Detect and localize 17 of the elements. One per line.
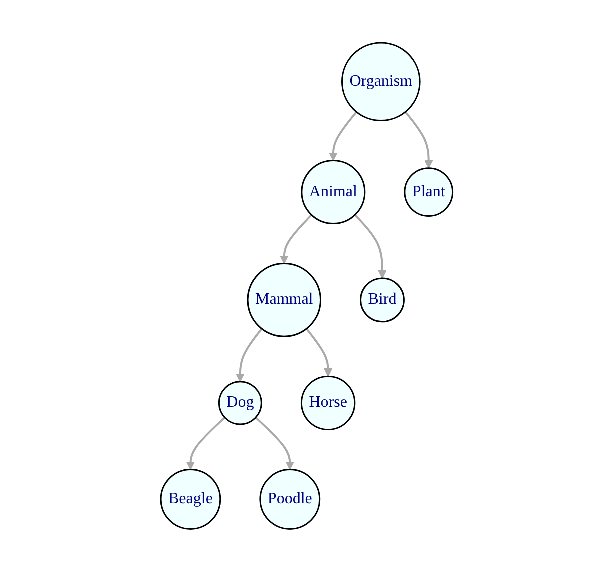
node-circle: Bird <box>360 278 405 324</box>
arrow <box>254 417 294 471</box>
node-circle: Poodle <box>259 469 320 530</box>
node-circle: Horse <box>300 376 356 431</box>
arrow <box>404 112 433 170</box>
node-circle: Animal <box>300 160 366 225</box>
arrow <box>306 328 332 378</box>
arrow <box>354 214 386 280</box>
arrow <box>186 417 226 471</box>
node-circle: Organism <box>341 42 420 122</box>
arrow <box>280 214 312 265</box>
node-circle: Dog <box>218 382 262 426</box>
arrow <box>236 328 262 383</box>
arrow <box>328 112 358 162</box>
node-circle: Plant <box>404 168 454 218</box>
node-circle: Mammal <box>246 263 322 338</box>
node-circle: Beagle <box>160 469 221 530</box>
